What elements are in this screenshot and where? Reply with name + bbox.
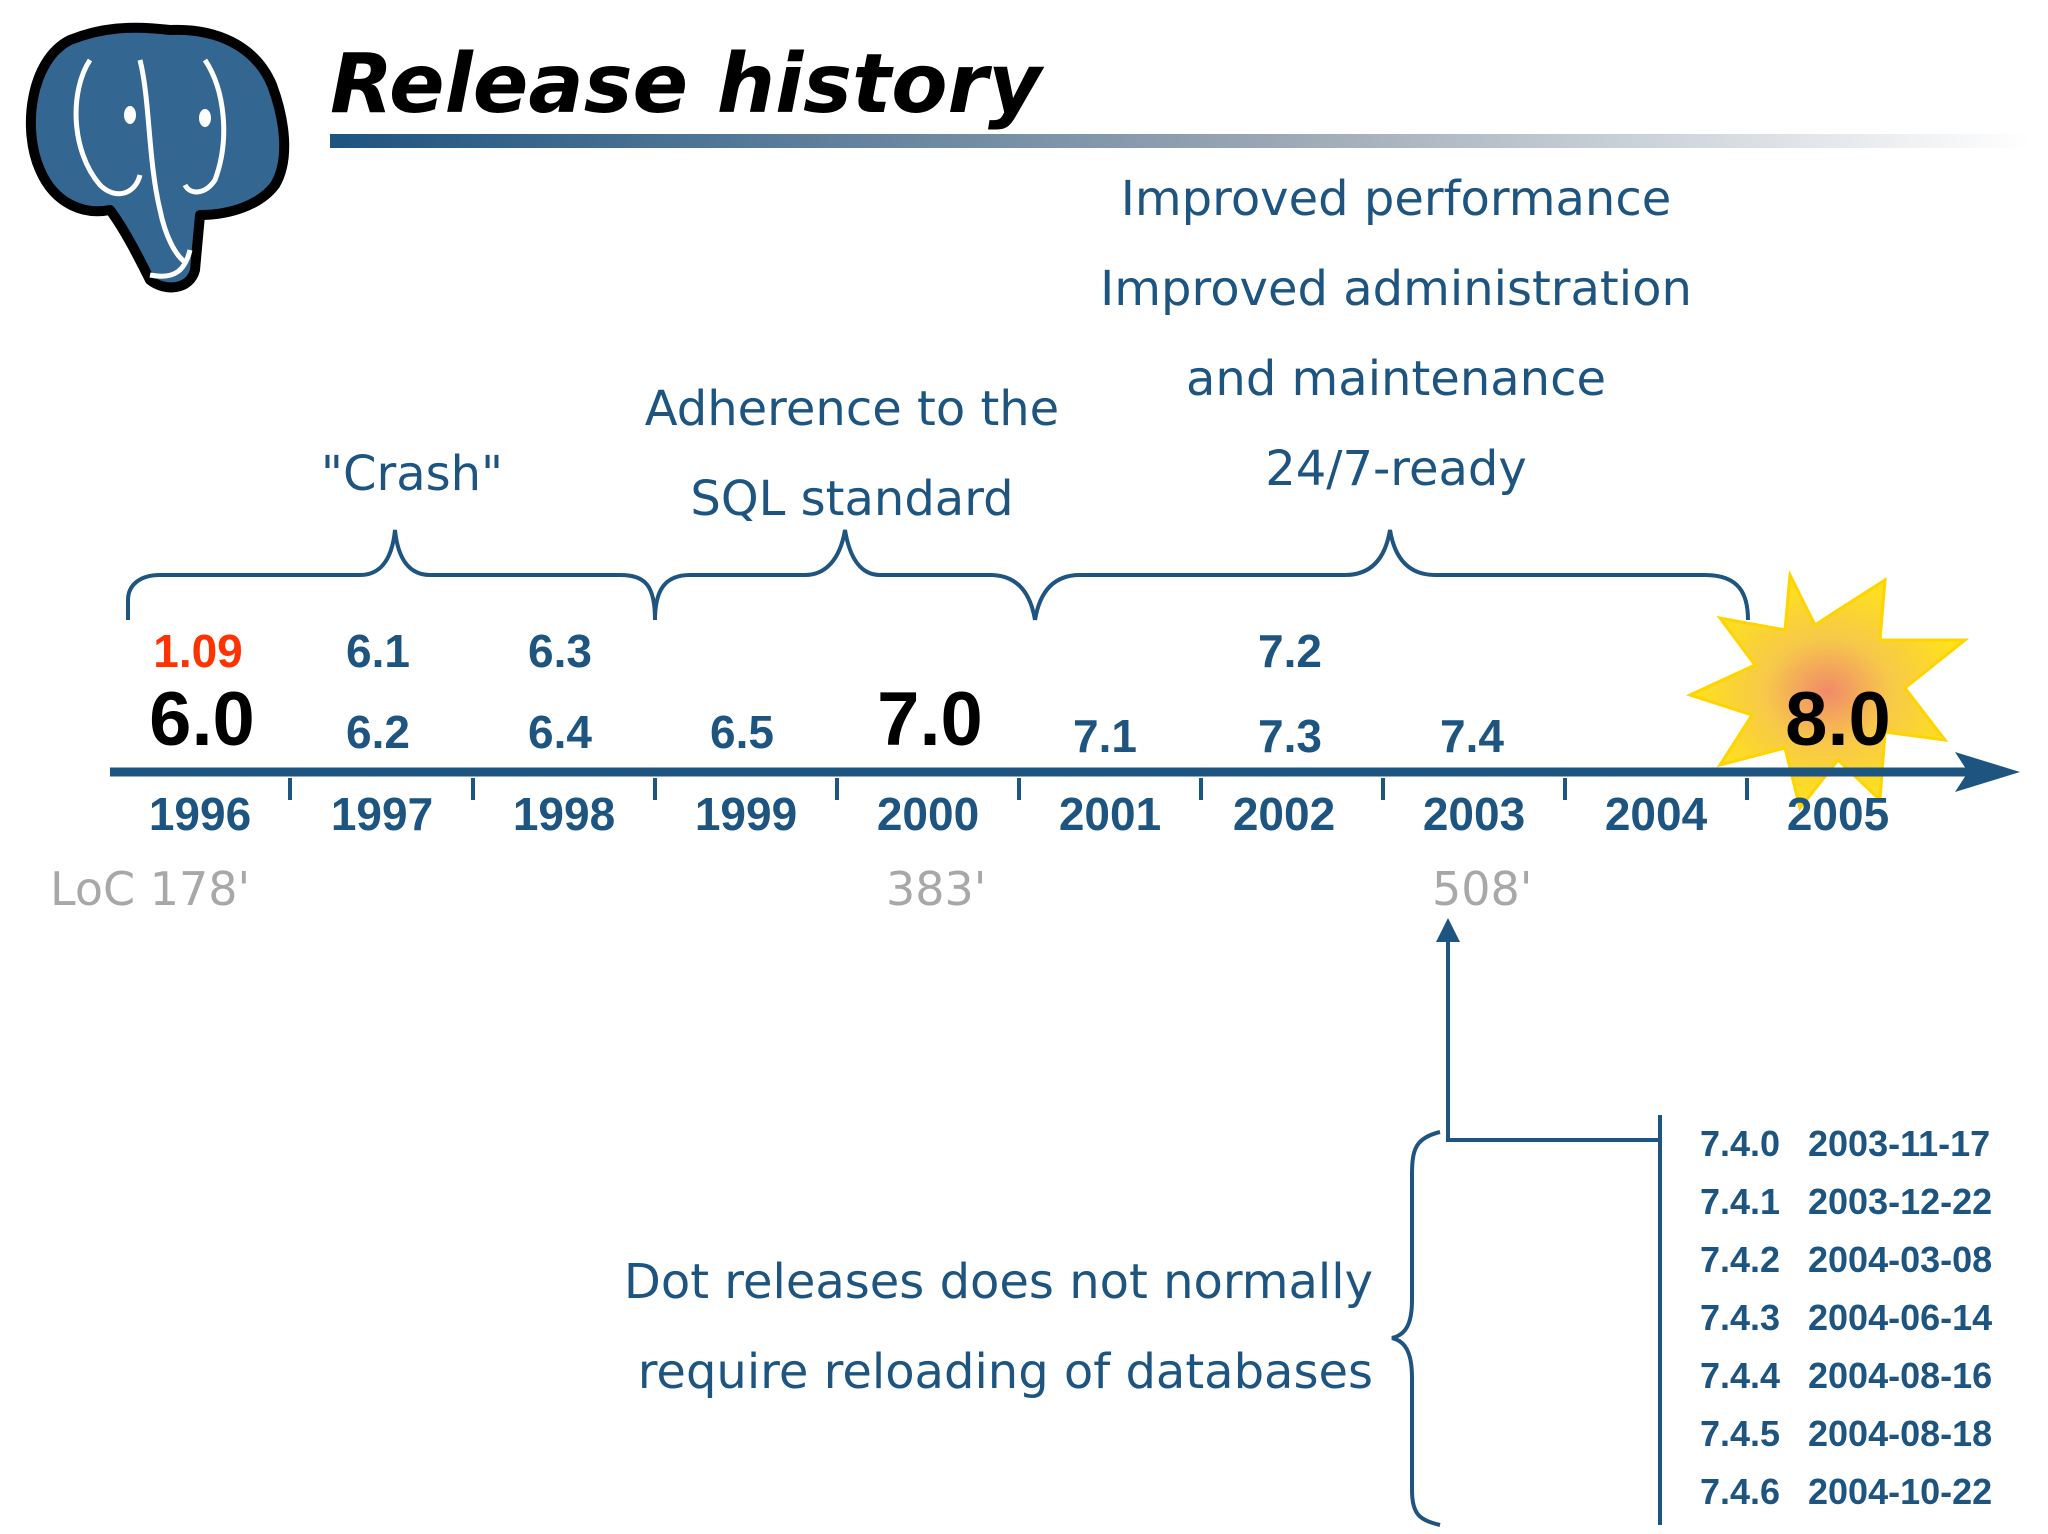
- timeline-arrow-head: [1955, 752, 2020, 792]
- dot-release-date: 2004-10-22: [1808, 1471, 1992, 1512]
- release-8-starburst: [1685, 569, 1970, 812]
- title-underline: [330, 134, 2030, 148]
- dot-release-date: 2004-03-08: [1808, 1239, 1992, 1280]
- dot-release-version: 7.4.3: [1700, 1297, 1780, 1338]
- year-label: 1999: [695, 788, 797, 840]
- release-label-major: 7.0: [877, 677, 983, 762]
- loc-label: 383': [886, 862, 986, 916]
- year-label: 2000: [877, 788, 979, 840]
- slide-title: Release history: [330, 37, 1045, 132]
- loc-label: LoC 178': [50, 862, 250, 916]
- release-label: 1.09: [153, 625, 243, 677]
- release-label-major: 6.0: [149, 677, 255, 762]
- dot-release-note-brace: [1391, 1130, 1441, 1527]
- postgresql-elephant-icon: [25, 22, 290, 293]
- era-brace-performance: [1033, 529, 1750, 621]
- dot-release-version: 7.4.2: [1700, 1239, 1780, 1280]
- year-label: 1996: [149, 788, 251, 840]
- era-caption-sql-line1: Adherence to the: [645, 381, 1059, 437]
- release-label: 6.2: [346, 706, 410, 758]
- dot-release-list: 7.4.0 2003-11-17 7.4.1 2003-12-22 7.4.2 …: [1700, 1123, 1992, 1512]
- era-caption-perf-line3: and maintenance: [1186, 351, 1606, 407]
- release-label: 6.5: [710, 706, 774, 758]
- dot-release-version: 7.4.5: [1700, 1413, 1780, 1454]
- year-label: 1997: [331, 788, 433, 840]
- era-caption-perf-line1: Improved performance: [1121, 171, 1672, 227]
- dot-release-date: 2004-08-16: [1808, 1355, 1992, 1396]
- year-label: 2005: [1787, 788, 1889, 840]
- dot-release-date: 2003-11-17: [1808, 1123, 1990, 1164]
- release-label: 7.1: [1073, 710, 1137, 762]
- year-label: 2002: [1233, 788, 1335, 840]
- era-caption-perf-line2: Improved administration: [1100, 261, 1692, 317]
- dot-release-note-line2: require reloading of databases: [638, 1344, 1373, 1400]
- release-label: 6.1: [346, 625, 410, 677]
- release-label: 7.3: [1258, 710, 1322, 762]
- dot-release-connector: [1446, 935, 1660, 1142]
- dot-release-version: 7.4.6: [1700, 1471, 1780, 1512]
- release-label: 6.3: [528, 625, 592, 677]
- year-label: 2004: [1605, 788, 1708, 840]
- era-caption-sql-line2: SQL standard: [690, 471, 1013, 527]
- dot-release-date: 2004-06-14: [1808, 1297, 1992, 1338]
- year-label: 2001: [1059, 788, 1161, 840]
- dot-release-version: 7.4.0: [1700, 1123, 1780, 1164]
- era-caption-perf-line4: 24/7-ready: [1265, 441, 1527, 497]
- dot-release-version: 7.4.4: [1700, 1355, 1780, 1396]
- dot-release-arrow-head: [1436, 918, 1460, 942]
- era-brace-crash: [126, 529, 657, 621]
- year-label: 2003: [1423, 788, 1525, 840]
- year-label: 1998: [513, 788, 615, 840]
- release-label-major: 8.0: [1785, 677, 1891, 762]
- era-caption-crash: "Crash": [321, 446, 503, 502]
- dot-release-date: 2004-08-18: [1808, 1413, 1992, 1454]
- release-label: 6.4: [528, 706, 592, 758]
- release-label: 7.4: [1440, 710, 1504, 762]
- dot-release-date: 2003-12-22: [1808, 1181, 1992, 1222]
- era-brace-sql: [653, 529, 1037, 621]
- loc-label: 508': [1432, 862, 1532, 916]
- year-dividers: [288, 778, 1749, 800]
- release-label: 7.2: [1258, 625, 1322, 677]
- dot-release-note-line1: Dot releases does not normally: [624, 1254, 1373, 1310]
- dot-release-version: 7.4.1: [1700, 1181, 1780, 1222]
